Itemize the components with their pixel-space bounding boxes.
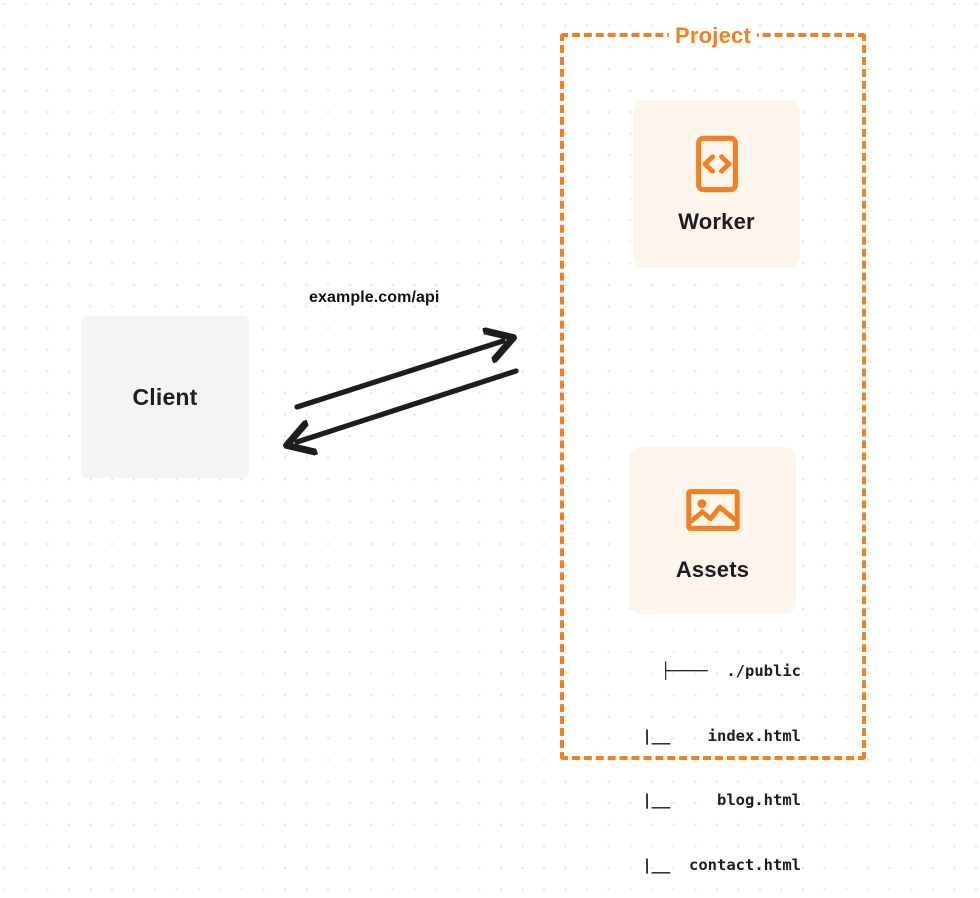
project-title: Project (669, 23, 757, 49)
connection-label: example.com/api (309, 289, 440, 306)
client-label: Client (132, 383, 198, 410)
worker-label: Worker (678, 209, 755, 234)
assets-label: Assets (675, 556, 750, 582)
image-picture-icon (685, 488, 740, 531)
code-brackets-icon (695, 135, 738, 193)
client-node: Client (81, 316, 249, 478)
project-container: Project (560, 23, 866, 760)
response-arrow (297, 368, 519, 442)
file-tree-row: |__ index.html (614, 726, 801, 745)
worker-card: Worker (633, 100, 800, 268)
file-tree-row: |__ contact.html (614, 855, 801, 874)
file-tree-row: ├──── ./public (661, 662, 801, 680)
assets-file-tree: ├──── ./public |__ index.html |__ blog.h… (609, 618, 801, 898)
assets-card: Assets (629, 447, 796, 614)
request-arrow (294, 341, 503, 410)
file-tree-row: |__ blog.html (614, 791, 801, 809)
